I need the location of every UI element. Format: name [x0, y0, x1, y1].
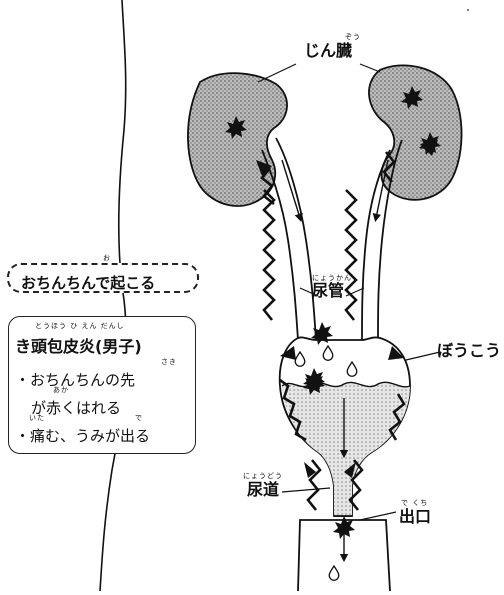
exit-label: 出口	[399, 509, 431, 525]
bladder-label: ぼうこう	[437, 343, 501, 359]
callout-reading: お	[103, 255, 111, 262]
leader-exit	[360, 512, 396, 520]
leader-urethra	[282, 488, 330, 492]
urethra-reading: にょうどう	[243, 473, 283, 480]
kidney-reading: ぞう	[345, 34, 361, 41]
info-line-2: ・痛む、うみが出る	[15, 425, 150, 446]
leader-bladder	[406, 352, 440, 360]
ureter-label: 尿管	[312, 283, 344, 299]
zigzag-right-ureter	[346, 190, 356, 320]
leader-kidney-left	[258, 64, 296, 82]
info-title: き頭包皮炎(男子)	[15, 333, 142, 357]
right-kidney	[369, 65, 462, 200]
info-reading-1: あか	[53, 387, 69, 394]
flow-arrow-left-ureter	[282, 160, 300, 218]
callout-text: おちんちんで起こる	[21, 272, 155, 293]
info-reading-0: さき	[161, 359, 177, 366]
info-reading-3: で	[135, 415, 143, 422]
info-reading-2: いた	[29, 415, 45, 422]
info-line-0: ・おちんちんの先	[15, 369, 135, 390]
body-outline	[100, 0, 126, 591]
bladder-urine	[282, 382, 410, 516]
urethra-label: 尿道	[247, 482, 279, 498]
leader-kidney-right	[360, 64, 380, 72]
info-title-reading: とうほう ひ えん だんし	[35, 323, 125, 330]
kidney-label: じん臓	[304, 43, 352, 59]
exit-reading: で くち	[401, 500, 428, 507]
callout-bubble: おちんちんで起こる	[7, 263, 199, 293]
zigzag-left-ureter	[264, 190, 274, 320]
symptom-box: とうほう ひ えん だんし き頭包皮炎(男子) さき ・おちんちんの先 あか が…	[8, 316, 196, 454]
